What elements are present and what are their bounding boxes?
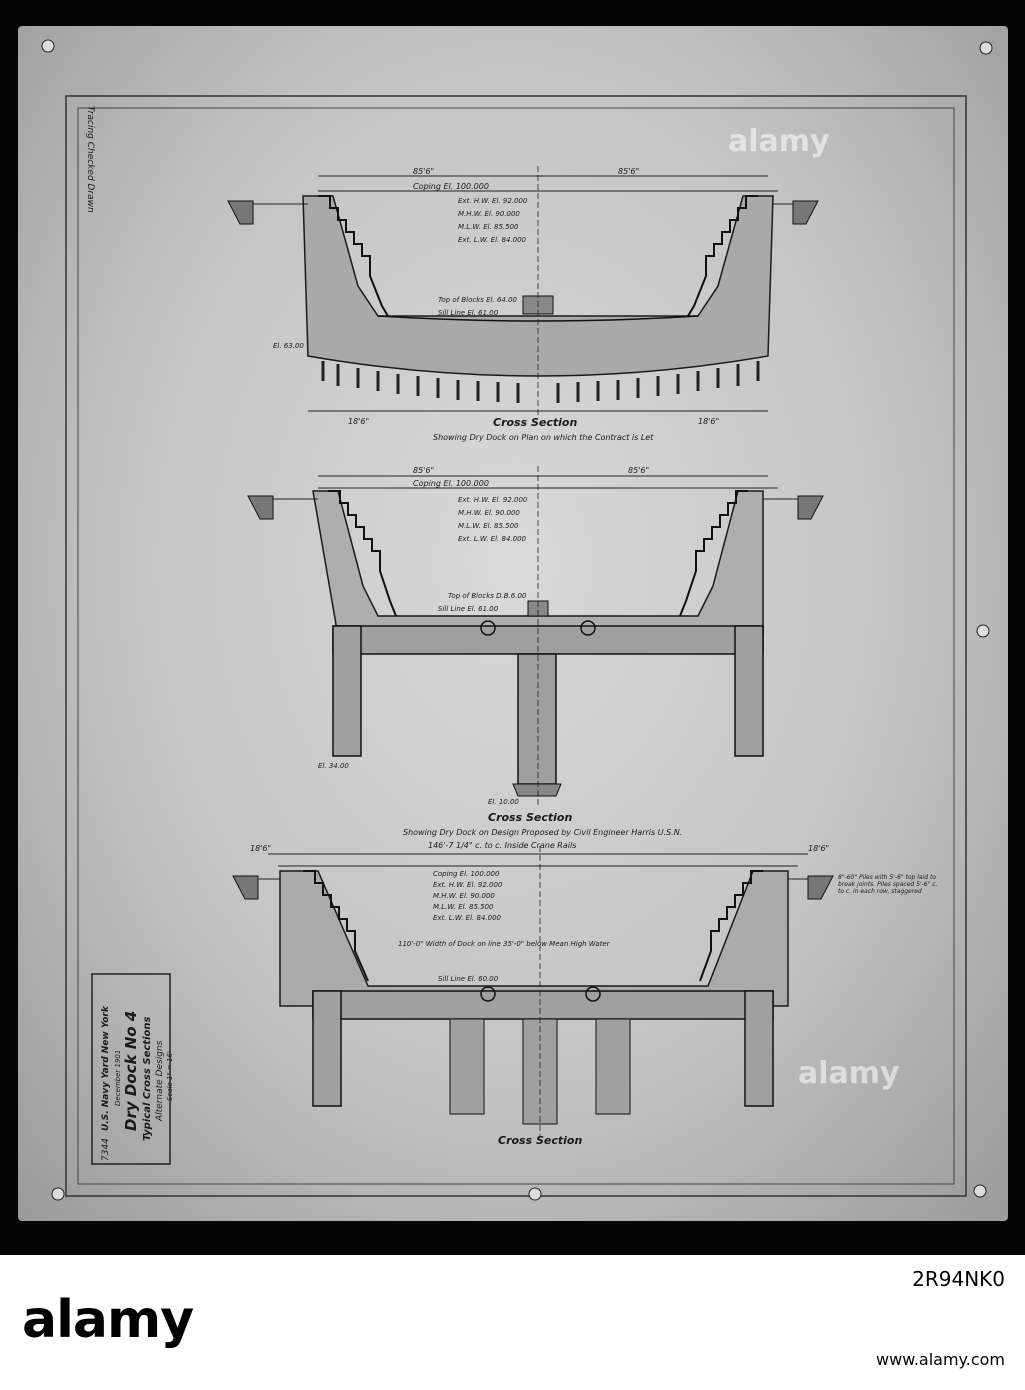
tb-date: December 1901 [114,1050,122,1106]
tb-scale: Scale 1" = 16' [166,1051,174,1101]
inner-border [77,107,955,1185]
top-bottom-right: 18'6" [698,417,719,426]
bot-pile-note: 8"-60" Piles with 5'-6" top laid to brea… [838,874,938,896]
top-bottom-left: 18'6" [348,417,369,426]
tb-yard: U.S. Navy Yard New York [101,1005,111,1131]
mid-mhw-label: M.H.W. El. 90.000 [458,509,520,517]
mid-mlw-label: M.L.W. El. 85.500 [458,522,519,530]
footer-url[interactable]: www.alamy.com [876,1350,1005,1369]
mid-subtitle: Showing Dry Dock on Design Proposed by C… [403,828,682,837]
tb-design: Alternate Designs [155,1040,165,1122]
tb-dock: Dry Dock No 4 [122,1011,140,1131]
negative-photo-frame: Tracing Checked Drawn [0,0,1025,1255]
middle-cross-section: Coping El. 100.000 Ext. H.W. El. 92.000 … [247,466,824,837]
top-cross-section: Coping El. 100.000 Ext. H.W. El. 92.000 … [227,166,819,442]
mid-el-left: El. 34.00 [318,762,349,770]
bot-extlw-label: Ext. L.W. El. 84.000 [433,914,502,922]
footer-logo[interactable]: alamy [22,1290,194,1350]
top-sill-label: Sill Line El. 61.00 [438,309,499,317]
outer-border [65,95,967,1197]
mid-blocks-label: Top of Blocks D.B.6.00 [448,592,527,600]
bottom-cross-section: 146'-7 1/4" c. to c. Inside Crane Rails [232,841,938,1147]
bot-title: Cross Section [498,1134,582,1147]
top-subtitle: Showing Dry Dock on Plan on which the Co… [433,433,654,442]
bot-mlw-label: M.L.W. El. 85.500 [433,903,494,911]
blueprint-sheet: Tracing Checked Drawn [18,26,1008,1221]
bot-pile-note-box: 8"-60" Piles with 5'-6" top laid to brea… [838,874,938,896]
bot-coping-label: Coping El. 100.000 [433,870,500,878]
thumbtacks [41,39,993,1201]
margin-note: Tracing Checked Drawn [85,106,95,213]
image-code: 2R94NK0 [912,1267,1005,1291]
bot-exthw-label: Ext. H.W. El. 92.000 [433,881,503,889]
mid-coping-label: Coping El. 100.000 [413,479,489,488]
mid-exthw-label: Ext. H.W. El. 92.000 [458,496,528,504]
mid-dim-left: 85'6" [413,466,434,475]
tb-number: 7344 [101,1138,111,1161]
top-mlw-label: M.L.W. El. 85.500 [458,223,519,231]
mid-dim-right: 85'6" [628,466,649,475]
dry-dock-drawing: Tracing Checked Drawn [41,39,993,1201]
bot-width-note: 110'-0" Width of Dock on line 35'-0" bel… [398,940,611,948]
top-blocks-label: Top of Blocks El. 64.00 [438,296,518,304]
top-dim-right: 85'6" [618,167,639,176]
mid-extlw-label: Ext. L.W. El. 84.000 [458,535,527,543]
bottom-crane-rails: 146'-7 1/4" c. to c. Inside Crane Rails [428,841,576,850]
top-title: Cross Section [493,416,577,429]
top-extlw-label: Ext. L.W. El. 84.000 [458,236,527,244]
mid-el-bottom: El. 10.00 [488,798,519,806]
bot-mhw-label: M.H.W. El. 90.000 [433,892,495,900]
bot-dim-top-right: 18'6" [808,844,829,853]
top-el-label: El. 63.00 [273,342,304,350]
top-mhw-label: M.H.W. El. 90.000 [458,210,520,218]
mid-sill-label: Sill Line El. 61.00 [438,605,499,613]
top-dim-left: 85'6" [413,167,434,176]
stock-footer: alamy 2R94NK0 www.alamy.com [0,1255,1025,1390]
bot-dim-top: 18'6" [250,844,271,853]
watermark-top: alamy [728,124,830,159]
bot-sill-label: Sill Line El. 60.00 [438,975,499,983]
top-exthw-label: Ext. H.W. El. 92.000 [458,197,528,205]
tb-sheet-title: Typical Cross Sections [142,1017,153,1141]
title-block: 7344 U.S. Navy Yard New York December 19… [91,973,174,1165]
watermark-bottom: alamy [798,1056,900,1091]
mid-title: Cross Section [488,811,572,824]
top-coping-label: Coping El. 100.000 [413,182,489,191]
